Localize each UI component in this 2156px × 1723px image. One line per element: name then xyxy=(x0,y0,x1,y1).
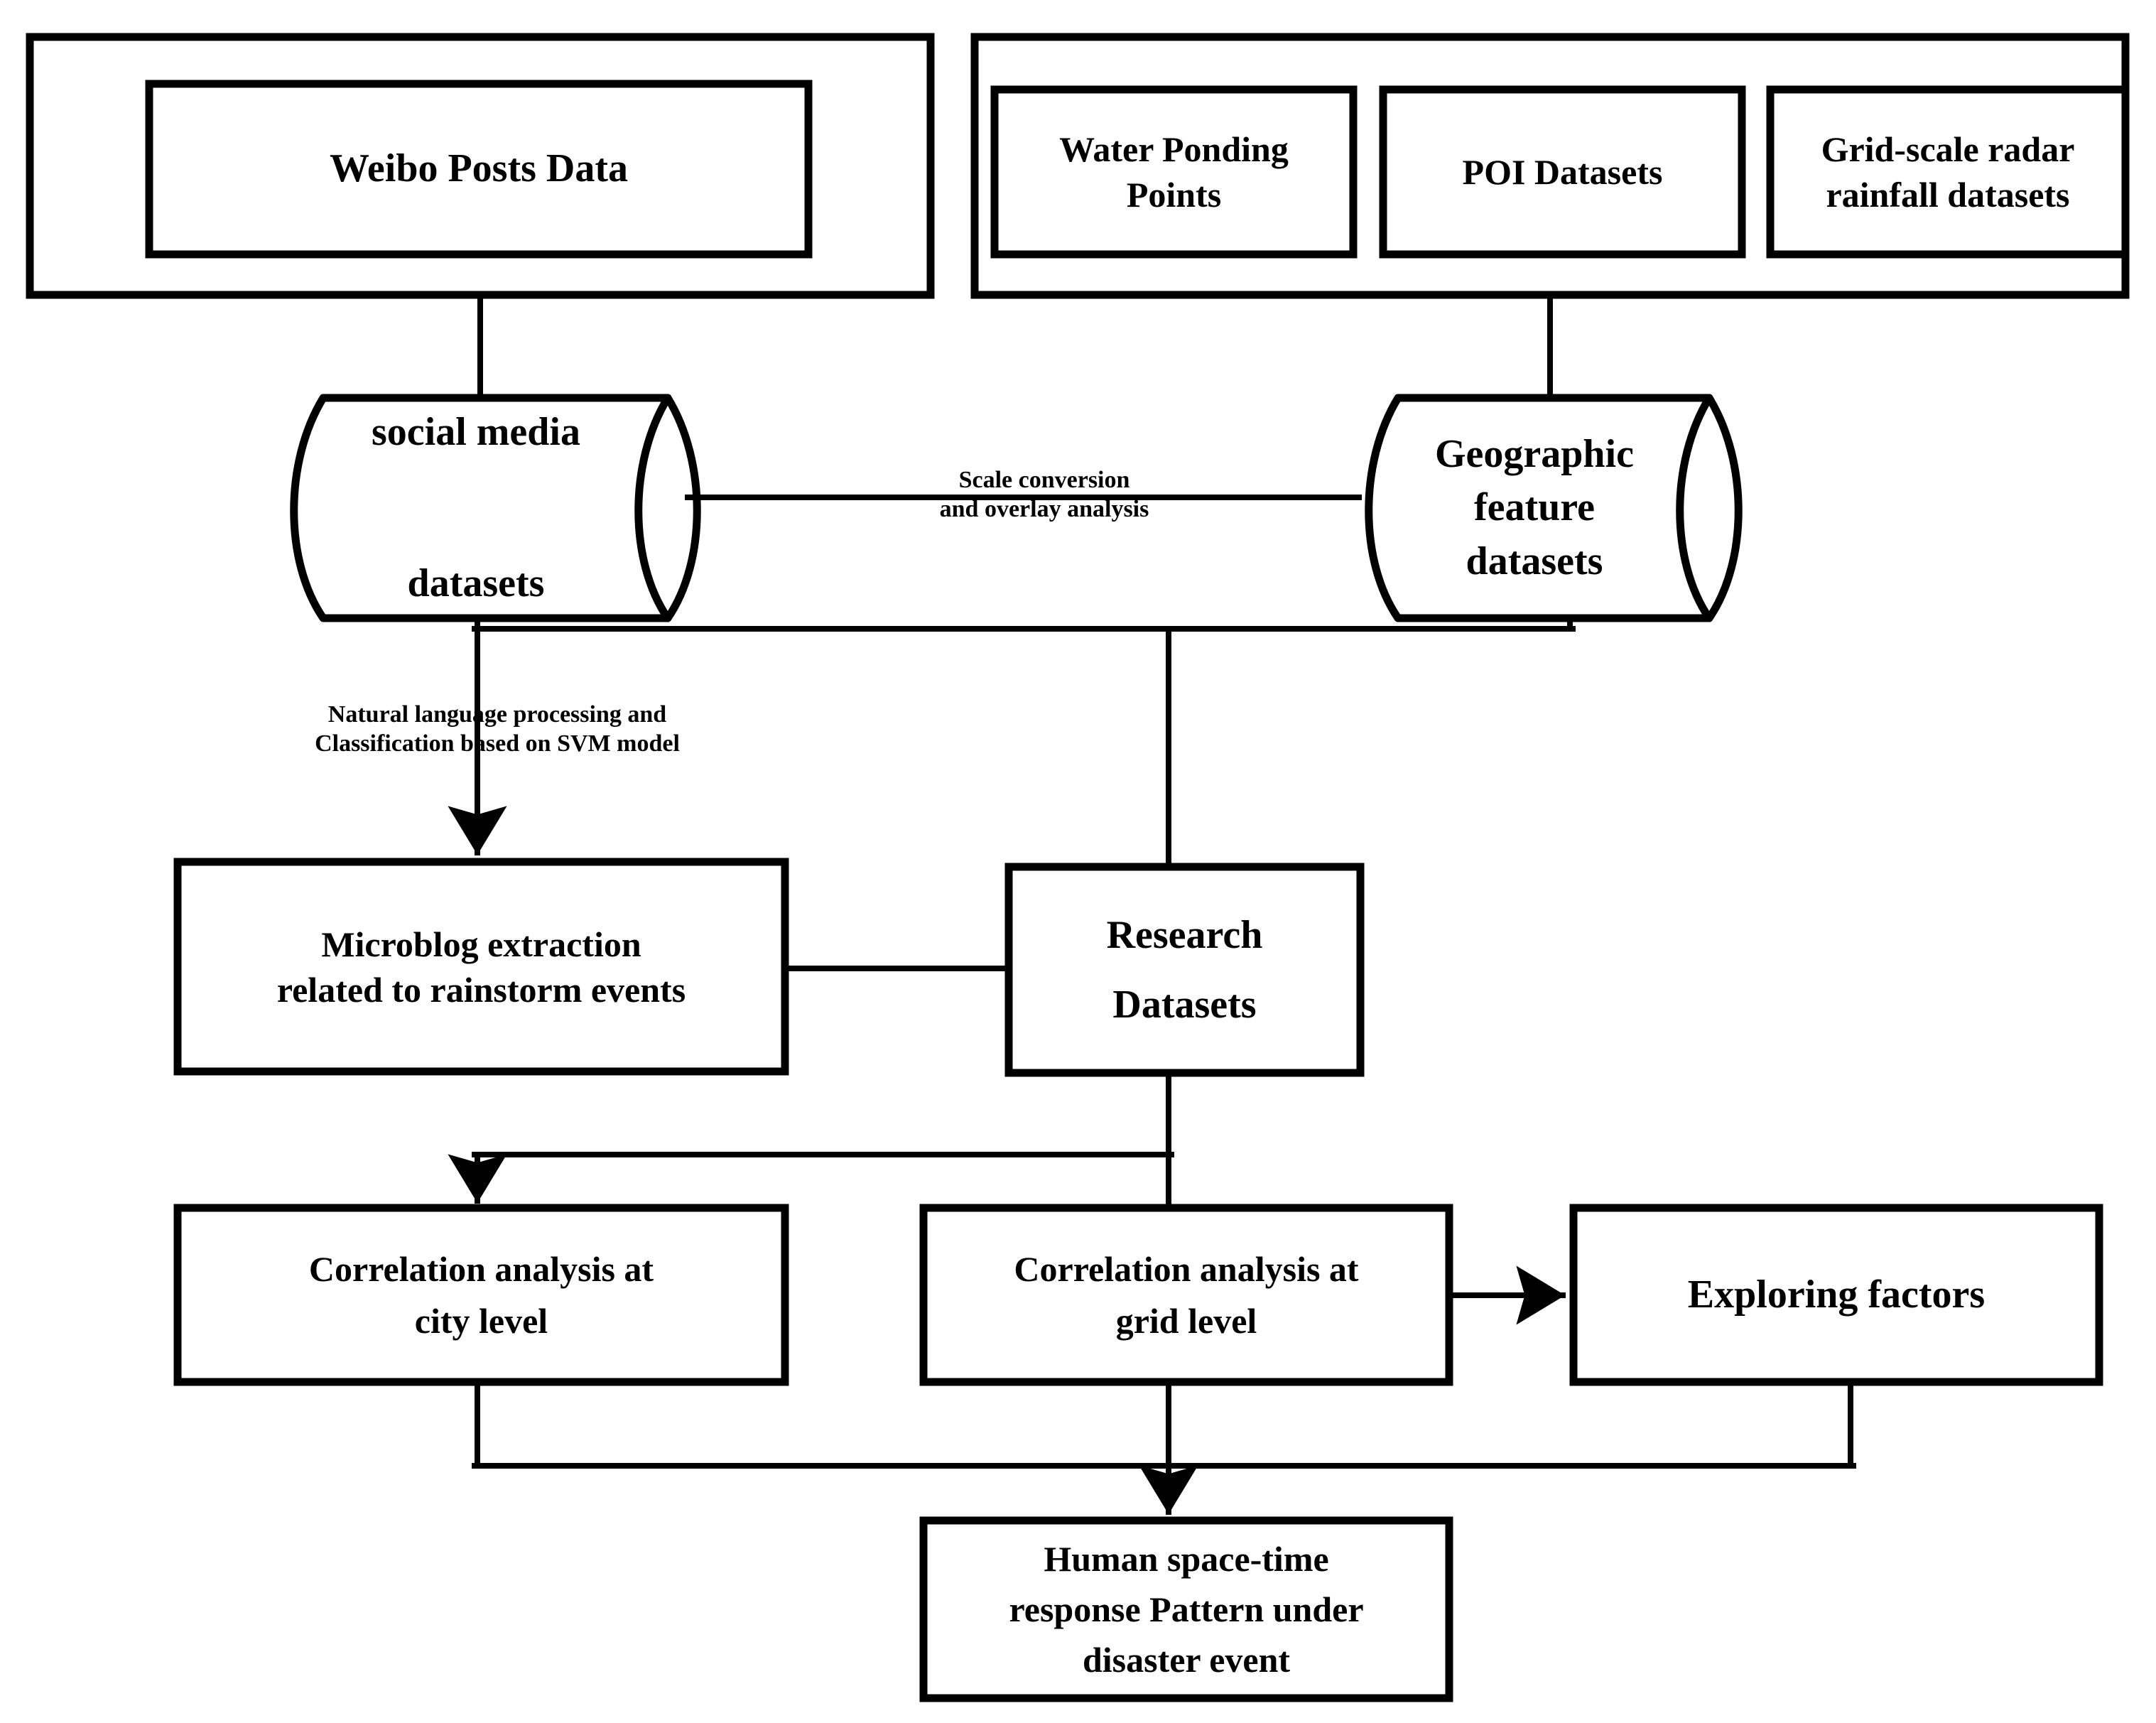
microblog-extraction-box xyxy=(173,858,789,1076)
research-datasets-box xyxy=(1004,863,1365,1077)
human-response-pattern-box xyxy=(919,1516,1453,1702)
grid-scale-radar-box xyxy=(1766,85,2130,259)
correlation-grid-box xyxy=(919,1204,1453,1386)
weibo-posts-data-box xyxy=(145,80,813,259)
exploring-factors-box xyxy=(1569,1204,2103,1386)
scale-conversion-edge-label: Scale conversion and overlay analysis xyxy=(939,467,1149,523)
correlation-city-box xyxy=(173,1204,789,1386)
nlp-svm-edge-label: Natural language processing and Classifi… xyxy=(315,701,680,757)
poi-datasets-box xyxy=(1379,85,1746,259)
water-ponding-points-box xyxy=(990,85,1358,259)
geographic-feature-datasets-cylinder xyxy=(1365,394,1743,622)
social-media-datasets-cylinder xyxy=(290,394,701,622)
